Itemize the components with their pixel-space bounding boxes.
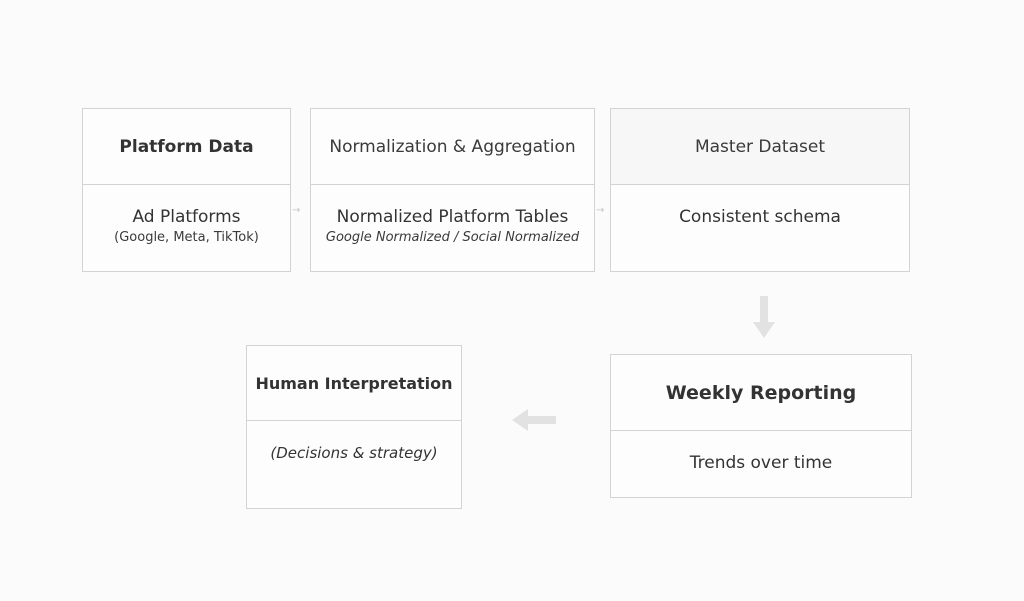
- master-dataset-line1: Consistent schema: [679, 207, 841, 227]
- platform-data-line2: (Google, Meta, TikTok): [114, 230, 259, 245]
- human-interpretation-body: (Decisions & strategy): [247, 421, 461, 508]
- weekly-reporting-title: Weekly Reporting: [611, 355, 911, 431]
- human-interpretation-node: Human Interpretation (Decisions & strate…: [246, 345, 462, 509]
- human-interpretation-title: Human Interpretation: [247, 346, 461, 421]
- master-dataset-title: Master Dataset: [611, 109, 909, 185]
- normalization-node: Normalization & Aggregation Normalized P…: [310, 108, 595, 272]
- platform-data-title: Platform Data: [83, 109, 290, 185]
- weekly-reporting-body: Trends over time: [611, 431, 911, 497]
- connector-arrow-1: →: [292, 205, 301, 216]
- left-arrow: [512, 409, 556, 431]
- normalization-body: Normalized Platform Tables Google Normal…: [311, 185, 594, 271]
- platform-data-line1: Ad Platforms: [132, 207, 241, 227]
- master-dataset-body: Consistent schema: [611, 185, 909, 271]
- down-arrow: [753, 296, 775, 338]
- normalization-title: Normalization & Aggregation: [311, 109, 594, 185]
- normalization-line2: Google Normalized / Social Normalized: [325, 230, 580, 245]
- connector-arrow-2: →: [596, 205, 605, 216]
- weekly-reporting-line1: Trends over time: [689, 453, 833, 473]
- human-interpretation-line1: (Decisions & strategy): [270, 444, 438, 462]
- weekly-reporting-node: Weekly Reporting Trends over time: [610, 354, 912, 498]
- normalization-line1: Normalized Platform Tables: [336, 207, 569, 227]
- master-dataset-node: Master Dataset Consistent schema: [610, 108, 910, 272]
- platform-data-body: Ad Platforms (Google, Meta, TikTok): [83, 185, 290, 271]
- platform-data-node: Platform Data Ad Platforms (Google, Meta…: [82, 108, 291, 272]
